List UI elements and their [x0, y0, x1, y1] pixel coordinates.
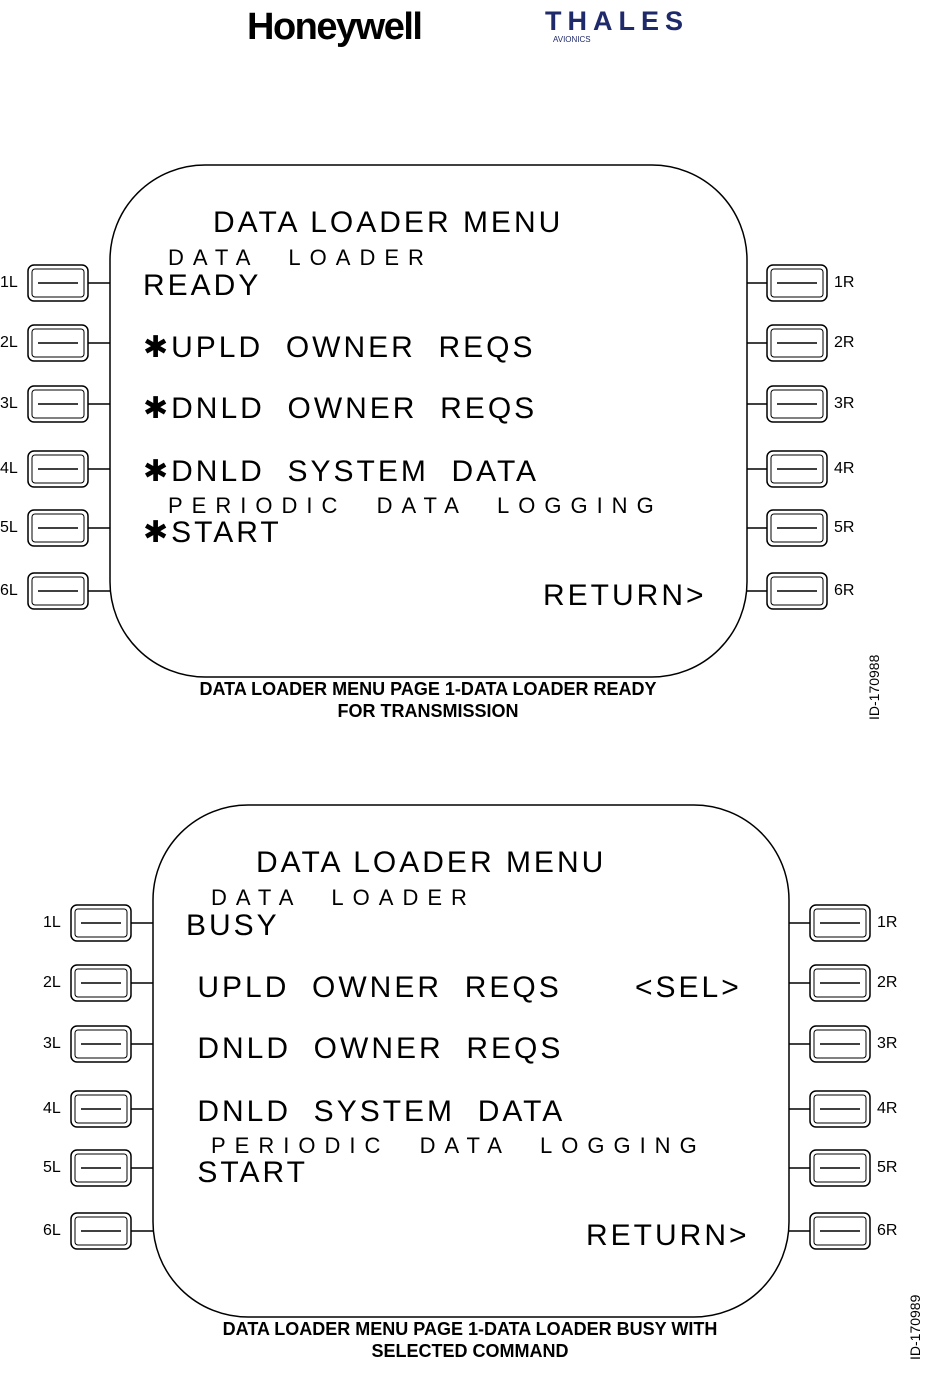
status-value: READY [143, 269, 262, 302]
return-prompt[interactable]: RETURN> [586, 1219, 750, 1252]
lsk-label-4l: 4L [43, 1100, 61, 1117]
line-select-key-4r[interactable] [789, 1090, 871, 1128]
download-system-data[interactable]: DNLD SYSTEM DATA [186, 1095, 566, 1128]
line-select-key-1l[interactable] [70, 904, 153, 942]
download-system-data[interactable]: ✱DNLD SYSTEM DATA [143, 455, 540, 488]
periodic-logging-start[interactable]: START [186, 1156, 308, 1189]
line-select-key-5r[interactable] [747, 509, 828, 547]
status-label: DATA LOADER [211, 885, 476, 910]
rsk-label-2r: 2R [834, 334, 855, 351]
rsk-label-5r: 5R [877, 1159, 898, 1176]
periodic-logging-label: PERIODIC DATA LOGGING [211, 1133, 706, 1158]
rsk-label-5r: 5R [834, 519, 855, 536]
rsk-label-4r: 4R [877, 1100, 898, 1117]
figure-caption: DATA LOADER MENU PAGE 1-DATA LOADER READ… [118, 678, 738, 722]
cdu-screen-outline [152, 804, 790, 1318]
menu-title: DATA LOADER MENU [213, 206, 564, 239]
figure-ready: 1L 1R 2L 2R 3L 3R 4L 4R 5L 5R 6L 6R DATA LOADER MENU… [0, 150, 926, 750]
honeywell-logo: Honeywell [247, 6, 423, 48]
rsk-label-3r: 3R [834, 395, 855, 412]
lsk-label-5l: 5L [43, 1159, 61, 1176]
lsk-label-4l: 4L [0, 460, 18, 477]
rsk-label-2r: 2R [877, 974, 898, 991]
caption-line-2: SELECTED COMMAND [371, 1341, 569, 1361]
figure-busy: 1L 1R 2L 2R 3L 3R 4L 4R 5L 5R 6L 6R DATA LOADER MENU… [0, 790, 926, 1390]
figure-id: ID-170988 [866, 654, 882, 720]
line-select-key-1l[interactable] [27, 264, 110, 302]
line-select-key-2r[interactable] [789, 964, 871, 1002]
line-select-key-6r[interactable] [789, 1212, 871, 1250]
line-select-key-4l[interactable] [27, 450, 110, 488]
line-select-key-3l[interactable] [27, 385, 110, 423]
line-select-key-5l[interactable] [27, 509, 110, 547]
line-select-key-6l[interactable] [70, 1212, 153, 1250]
figure-caption: DATA LOADER MENU PAGE 1-DATA LOADER BUSY… [160, 1318, 780, 1362]
lsk-label-2l: 2L [43, 974, 61, 991]
line-select-key-1r[interactable] [789, 904, 871, 942]
status-value: BUSY [186, 909, 280, 942]
download-owner-reqs[interactable]: ✱DNLD OWNER REQS [143, 392, 538, 425]
cdu-frame [70, 804, 871, 1318]
select-indicator: <SEL> [635, 971, 742, 1004]
periodic-logging-start[interactable]: ✱START [143, 516, 282, 549]
periodic-logging-label: PERIODIC DATA LOGGING [168, 493, 663, 518]
rsk-label-6r: 6R [877, 1222, 898, 1239]
lsk-label-2l: 2L [0, 334, 18, 351]
line-select-key-2l[interactable] [70, 964, 153, 1002]
figure-id: ID-170989 [907, 1294, 923, 1360]
line-select-key-4r[interactable] [747, 450, 828, 488]
caption-line-2: FOR TRANSMISSION [337, 701, 519, 721]
rsk-label-1r: 1R [834, 274, 855, 291]
line-select-key-2r[interactable] [747, 324, 828, 362]
rsk-label-6r: 6R [834, 582, 855, 599]
upload-owner-reqs[interactable]: ✱UPLD OWNER REQS [143, 331, 536, 364]
lsk-label-6l: 6L [43, 1222, 61, 1239]
lsk-label-3l: 3L [0, 395, 18, 412]
download-owner-reqs[interactable]: DNLD OWNER REQS [186, 1032, 564, 1065]
cdu-screen-outline [109, 164, 748, 678]
line-select-key-3r[interactable] [789, 1025, 871, 1063]
lsk-label-3l: 3L [43, 1035, 61, 1052]
upload-owner-reqs[interactable]: UPLD OWNER REQS [186, 971, 562, 1004]
rsk-label-4r: 4R [834, 460, 855, 477]
thales-logo: THALES AVIONICS [545, 6, 715, 44]
lsk-label-1l: 1L [0, 274, 18, 291]
cdu-frame [27, 164, 828, 678]
line-select-key-6l[interactable] [27, 572, 110, 610]
caption-line-1: DATA LOADER MENU PAGE 1-DATA LOADER BUSY… [222, 1319, 718, 1339]
thales-logo-subtext: AVIONICS [553, 35, 591, 44]
rsk-label-1r: 1R [877, 914, 898, 931]
caption-line-1: DATA LOADER MENU PAGE 1-DATA LOADER READ… [199, 679, 657, 699]
rsk-label-3r: 3R [877, 1035, 898, 1052]
line-select-key-5r[interactable] [789, 1149, 871, 1187]
lsk-label-5l: 5L [0, 519, 18, 536]
line-select-key-6r[interactable] [747, 572, 828, 610]
line-select-key-2l[interactable] [27, 324, 110, 362]
lsk-label-1l: 1L [43, 914, 61, 931]
menu-title: DATA LOADER MENU [256, 846, 607, 879]
return-prompt[interactable]: RETURN> [543, 579, 707, 612]
line-select-key-5l[interactable] [70, 1149, 153, 1187]
line-select-key-3l[interactable] [70, 1025, 153, 1063]
line-select-key-3r[interactable] [747, 385, 828, 423]
line-select-key-1r[interactable] [747, 264, 828, 302]
line-select-key-4l[interactable] [70, 1090, 153, 1128]
thales-logo-text: THALES [545, 6, 689, 36]
status-label: DATA LOADER [168, 245, 433, 270]
lsk-label-6l: 6L [0, 582, 18, 599]
